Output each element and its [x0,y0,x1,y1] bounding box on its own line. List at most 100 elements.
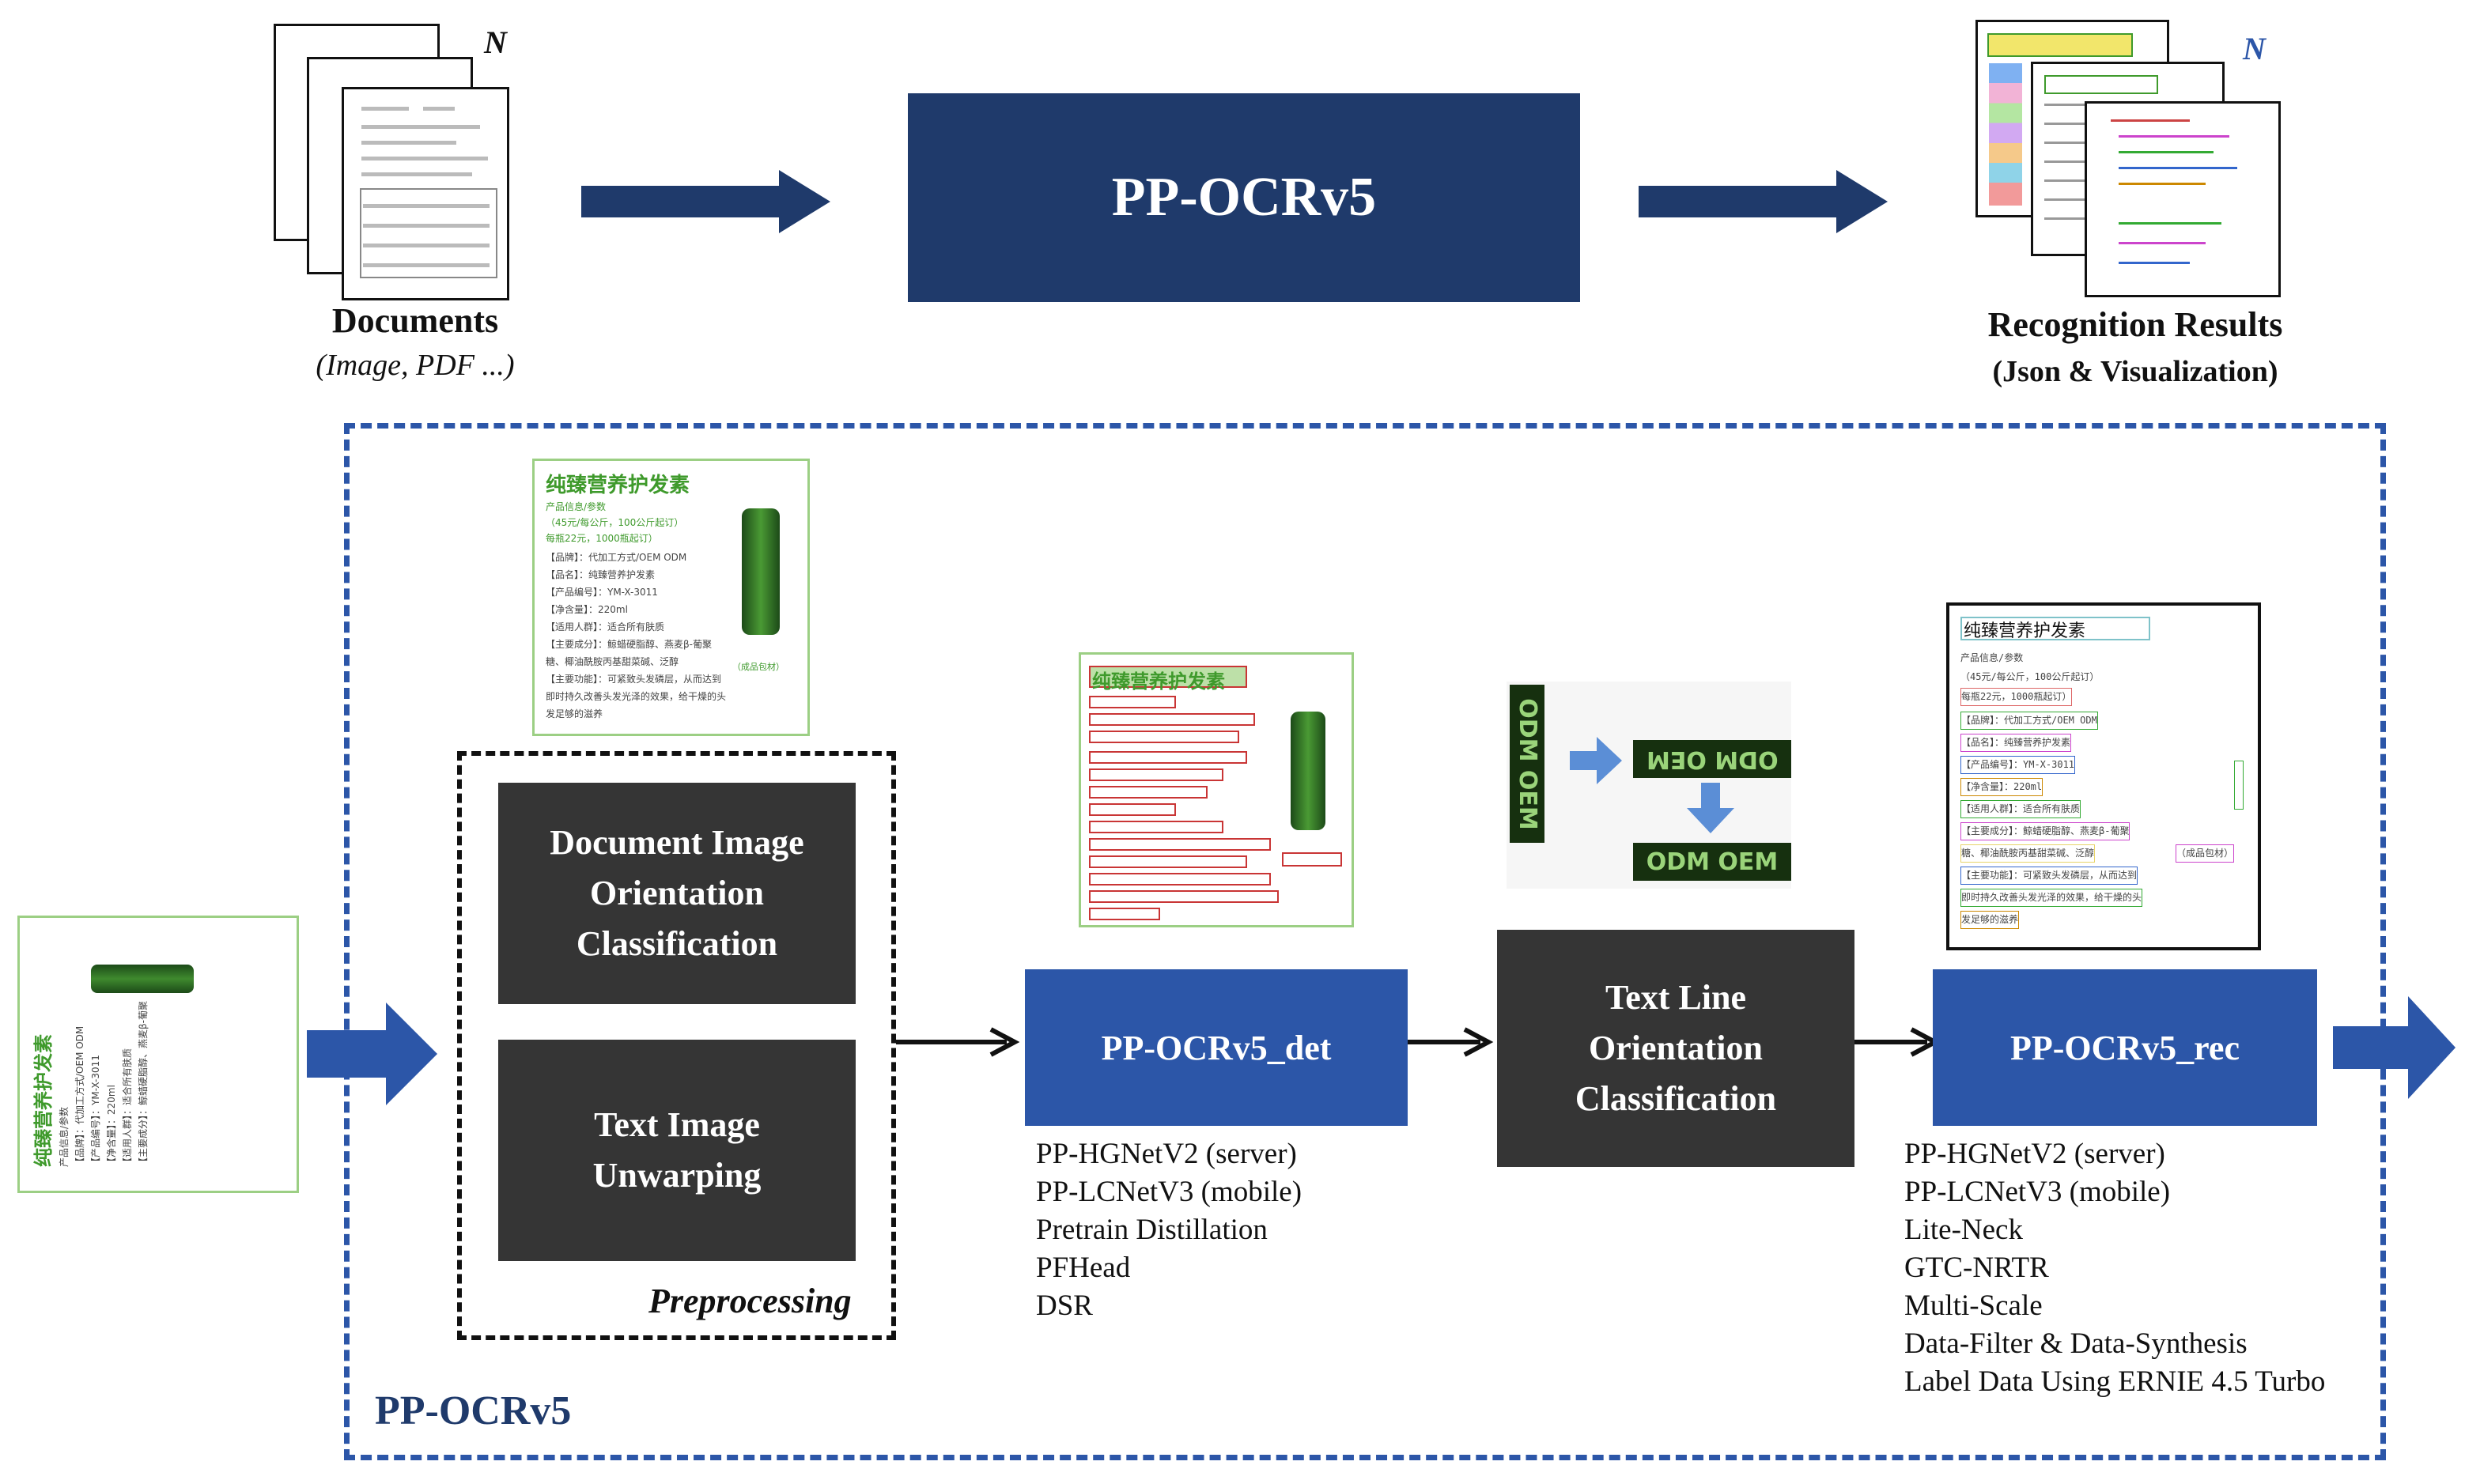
sample-line: 【主要功能】：可紧致头发磷层，从而达到 [546,674,722,685]
pipeline-label: PP-OCRv5 [375,1388,572,1433]
sample-line: 产品信息/参数 [546,501,607,512]
line-orientation-line: Classification [1575,1079,1777,1118]
preprocessing-label: Preprocessing [648,1282,852,1320]
det-feature-item: Pretrain Distillation [1036,1214,1268,1246]
arrow-right-icon [581,170,830,233]
input-sample-title: 纯臻营养护发素 [32,1034,55,1167]
rec-feature-item: PP-LCNetV3 (mobile) [1904,1176,2171,1208]
sample-line: 发足够的滋养 [546,708,603,719]
rec-model-label: PP-OCRv5_rec [2010,1028,2240,1067]
det-feature-item: PFHead [1036,1252,1131,1284]
sample-line: 发足够的滋养 [1960,911,2020,929]
documents-label: Documents [331,301,499,340]
arrow-right-icon [1854,1027,1941,1057]
sample-line: （45元/每公斤，100公斤起订） [1960,671,2100,682]
sample-line: 【产品编号】：YM-X-3011 [90,1055,101,1167]
recognition-visualization: 纯臻营养护发素 产品信息/参数 （45元/每公斤，100公斤起订） 每瓶22元，… [1946,602,2261,950]
sample-line: 即时持久改善头发光泽的效果，给干燥的头 [546,691,727,702]
rec-feature-item: PP-HGNetV2 (server) [1904,1138,2165,1170]
bottle-icon [91,965,194,993]
line-orientation-line: Orientation [1589,1029,1763,1067]
rec-features: PP-HGNetV2 (server) PP-LCNetV3 (mobile) … [1904,1135,2325,1401]
sample-line: 【品名】：纯臻营养护发素 [546,569,656,580]
orientation-demo: ODM OEM ODM OEM ODM OEM [1507,682,1791,889]
rotated-text-upside-down: ODM OEM [1646,745,1779,773]
pipeline-region [344,423,2386,1460]
arrow-right-icon [2333,996,2456,1099]
results-count: N [2243,31,2266,66]
rec-feature-item: GTC-NRTR [1904,1252,2049,1284]
arrow-down-icon [1687,783,1734,833]
rec-sample-title: 纯臻营养护发素 [1964,621,2086,641]
sample-line: 【主要成分】：鲸蜡硬脂醇、燕麦β-葡聚 [138,1001,149,1167]
arrow-right-icon [1408,1027,1494,1057]
sample-line: 每瓶22元，1000瓶起订） [546,533,658,544]
arrow-right-icon [1639,170,1888,233]
arrow-right-icon [896,1027,1020,1057]
documents-sublabel: (Image, PDF ...) [316,349,515,382]
sample-line: 即时持久改善头发光泽的效果，给干燥的头 [1960,889,2143,907]
sample-line: 【主要功能】：可紧致头发磷层，从而达到 [1960,867,2138,885]
main-title: PP-OCRv5 [1111,167,1377,228]
arrow-right-icon [307,1003,437,1105]
input-sample-image: 纯臻营养护发素 产品信息/参数 【品牌】：代加工方式/OEM ODM 【产品编号… [17,916,299,1193]
sample-line: 产品信息/参数 [1960,652,2024,663]
sample-line: 【品牌】：代加工方式/OEM ODM [1960,712,2098,730]
document-page-icon [342,87,509,300]
rotated-text-vertical: ODM OEM [1513,697,1541,830]
doc-orientation-line: Orientation [590,874,764,912]
text-unwarping-box: Text Image Unwarping [498,1040,856,1261]
sample-line: 糖、椰油酰胺丙基甜菜碱、泛醇 [546,656,679,667]
sample-line: 【品名】：纯臻营养护发素 [1960,734,2072,752]
det-model-label: PP-OCRv5_det [1101,1028,1332,1067]
sample-line: 【主要成分】：鲸蜡硬脂醇、燕麦β-葡聚 [546,639,712,650]
sample-line: 【净含量】：220ml [546,604,628,615]
sample-line: 【适用人群】：适合所有肤质 [122,1048,133,1167]
documents-count: N [484,25,507,60]
sample-line: 糖、椰油酰胺丙基甜菜碱、泛醇 [1960,844,2096,863]
arrow-right-icon [1570,737,1622,784]
upright-sample-image: 纯臻营养护发素 产品信息/参数 （45元/每公斤，100公斤起订） 每瓶22元，… [532,459,810,736]
rec-feature-item: Label Data Using ERNIE 4.5 Turbo [1904,1365,2326,1398]
sample-line: 【品牌】：代加工方式/OEM ODM [74,1025,85,1167]
doc-orientation-box: Document Image Orientation Classificatio… [498,783,856,1004]
det-feature-item: DSR [1036,1290,1093,1322]
sample-line: 每瓶22元，1000瓶起订） [1960,688,2073,706]
sample-line: 【品牌】：代加工方式/OEM ODM [546,552,687,563]
sample-line: 【净含量】：220ml [106,1085,117,1167]
det-model-box: PP-OCRv5_det [1025,969,1408,1126]
stamp-text: （成品包材） [732,662,784,672]
bottle-icon [742,508,780,635]
results-label: Recognition Results [1987,305,2283,344]
sample-line: 【适用人群】：适合所有肤质 [1960,800,2081,818]
preprocessing-group [457,751,896,1340]
stamp-text: （成品包材） [2176,844,2235,863]
sample-line: 【产品编号】：YM-X-3011 [1960,756,2076,774]
sample-line: （45元/每公斤，100公斤起订） [546,517,684,528]
sample-line: 【产品编号】：YM-X-3011 [546,587,658,598]
sample-line: 【主要成分】：鲸蜡硬脂醇、燕麦β-葡聚 [1960,822,2130,840]
doc-orientation-line: Document Image [550,823,804,862]
sample-line: 【适用人群】：适合所有肤质 [546,621,665,632]
bottle-icon [1291,712,1325,830]
corrected-text: ODM OEM [1646,848,1779,876]
line-orientation-box: Text Line Orientation Classification [1497,930,1854,1167]
rec-model-box: PP-OCRv5_rec [1933,969,2317,1126]
results-sublabel: (Json & Visualization) [1992,355,2278,388]
upright-sample-title: 纯臻营养护发素 [546,474,690,497]
det-feature-item: PP-LCNetV3 (mobile) [1036,1176,1302,1208]
line-orientation-line: Text Line [1605,978,1747,1017]
doc-orientation-line: Classification [576,924,778,963]
det-features: PP-HGNetV2 (server) PP-LCNetV3 (mobile) … [1036,1135,1302,1325]
detection-sample-title: 纯臻营养护发素 [1092,670,1225,693]
det-feature-item: PP-HGNetV2 (server) [1036,1138,1297,1170]
detection-visualization: 纯臻营养护发素 [1079,652,1354,927]
rec-feature-item: Multi-Scale [1904,1290,2043,1322]
text-unwarping-line: Text Image [594,1105,760,1144]
rec-feature-item: Lite-Neck [1904,1214,2023,1246]
sample-line: 产品信息/参数 [59,1106,70,1167]
rec-feature-item: Data-Filter & Data-Synthesis [1904,1327,2248,1360]
sample-line: 【净含量】：220ml [1960,778,2043,796]
main-title-box: PP-OCRv5 [908,93,1580,302]
text-unwarping-line: Unwarping [592,1156,762,1195]
